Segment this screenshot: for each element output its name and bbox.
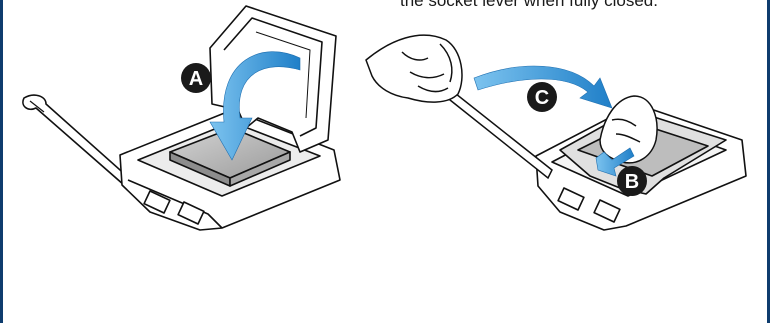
- step-c-label: C: [527, 82, 557, 112]
- hand-holding-lever-icon: [366, 35, 462, 102]
- svg-text:C: C: [535, 87, 549, 109]
- svg-text:B: B: [625, 171, 639, 193]
- svg-text:A: A: [189, 68, 203, 90]
- step-b-label: B: [617, 166, 647, 196]
- left-socket: [23, 6, 340, 230]
- step-a-label: A: [181, 63, 211, 93]
